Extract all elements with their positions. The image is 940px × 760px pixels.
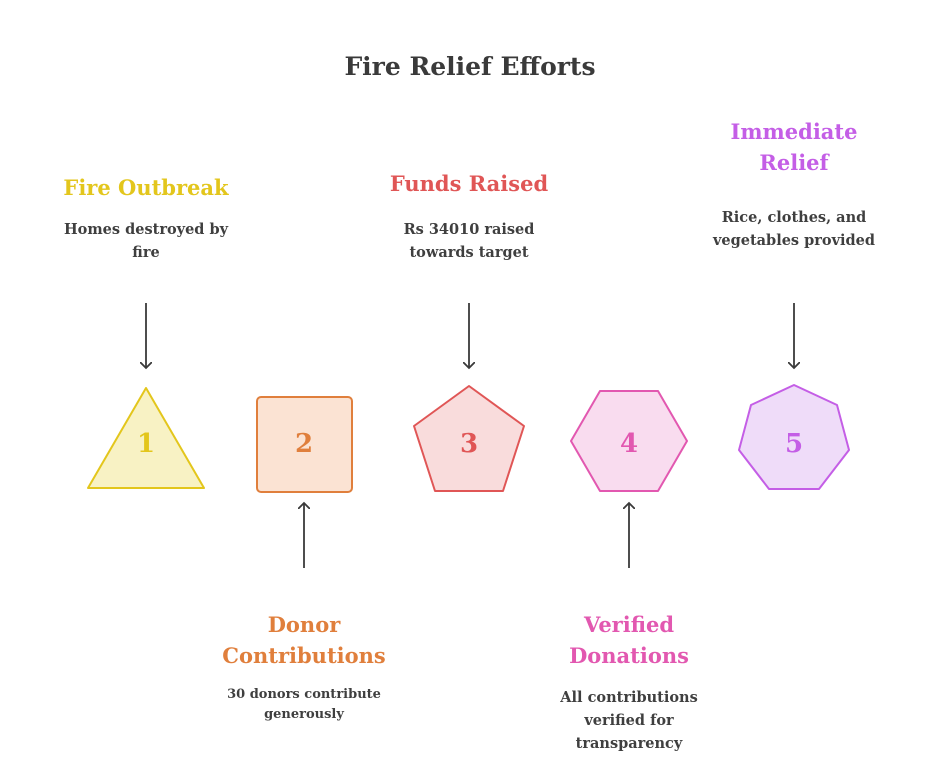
step-4-number: 4 <box>620 429 638 459</box>
step-1-description: Homes destroyed by fire <box>36 218 256 264</box>
step-1-title-line-1: Fire Outbreak <box>63 175 229 200</box>
step-4-title: Verified Donations <box>519 609 739 671</box>
step-5-description-line-2: vegetables provided <box>712 232 876 249</box>
step-5-title-line-1: Immediate <box>730 119 858 144</box>
step-2-square-shape <box>256 396 353 493</box>
step-3-pentagon-shape <box>413 385 525 492</box>
step-3-description-line-2: towards target <box>409 244 529 261</box>
step-2-title: Donor Contributions <box>194 609 414 671</box>
step-4-title-line-1: Verified <box>583 612 675 637</box>
step-2-title-line-1: Donor <box>267 612 341 637</box>
step-1-title: Fire Outbreak <box>46 172 246 203</box>
step-3-title-line-1: Funds Raised <box>389 171 549 196</box>
step-4-description: All contributions verified for transpare… <box>509 686 749 755</box>
step-3-number: 3 <box>460 429 478 459</box>
step-5-number: 5 <box>785 429 803 459</box>
step-3-description-line-1: Rs 34010 raised <box>403 221 535 238</box>
step-5-description: Rice, clothes, and vegetables provided <box>674 206 914 252</box>
step-5-title-line-2: Relief <box>759 150 829 175</box>
step-2-description-line-1: 30 donors contribute <box>227 687 381 702</box>
step-5-title: Immediate Relief <box>684 116 904 178</box>
step-2-title-line-2: Contributions <box>222 643 386 668</box>
diagram-title: Fire Relief Efforts <box>344 52 596 81</box>
step-3-description: Rs 34010 raised towards target <box>359 218 579 264</box>
step-4-hexagon-shape <box>570 390 688 492</box>
step-3-title: Funds Raised <box>359 168 579 199</box>
step-1-triangle-shape <box>87 387 205 489</box>
step-2-description: 30 donors contribute generously <box>194 685 414 725</box>
step-5-description-line-1: Rice, clothes, and <box>721 209 867 226</box>
step-1-description-line-2: fire <box>132 244 160 261</box>
step-2-number: 2 <box>295 429 313 459</box>
step-2-description-line-2: generously <box>264 707 344 722</box>
step-4-title-line-2: Donations <box>569 643 689 668</box>
step-1-description-line-1: Homes destroyed by <box>63 221 229 238</box>
step-4-description-line-2: verified for <box>584 712 674 729</box>
step-4-description-line-1: All contributions <box>560 689 698 706</box>
step-1-number: 1 <box>137 429 155 459</box>
step-4-description-line-3: transparency <box>575 735 683 752</box>
step-5-heptagon-shape <box>738 384 850 490</box>
